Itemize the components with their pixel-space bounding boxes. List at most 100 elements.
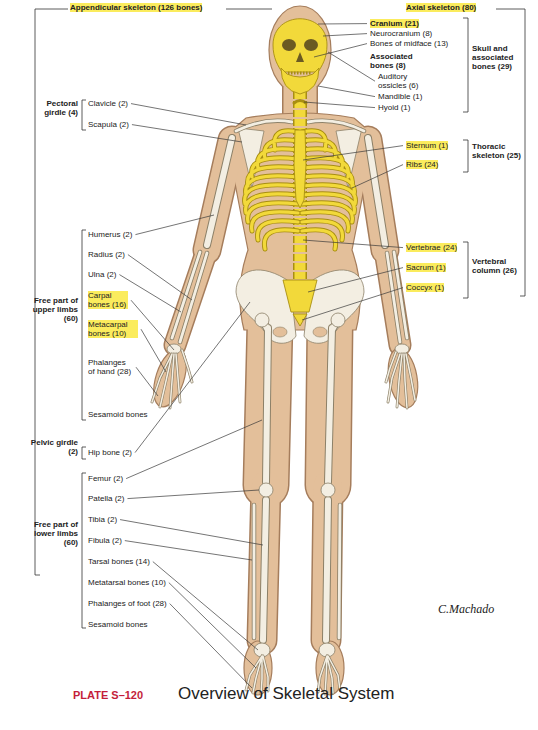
thin-bone-outline <box>172 121 407 638</box>
mandible <box>281 68 319 94</box>
forearm-skin <box>175 250 400 345</box>
bone-label: Humerus (2) <box>88 230 132 239</box>
group-heading: Appendicular skeleton (126 bones) <box>70 3 202 12</box>
bone-label: Carpal bones (16) <box>88 291 128 309</box>
bone-label: Sternum (1) <box>406 141 448 150</box>
thigh-outline <box>266 322 330 485</box>
teeth <box>288 72 312 75</box>
sacrum <box>283 280 317 312</box>
group-heading: Skull and associated bones (29) <box>472 44 530 72</box>
head-skin <box>269 6 331 94</box>
bone-label: Metacarpal bones (10) <box>88 320 138 338</box>
plate-title: Overview of Skeletal System <box>178 684 394 704</box>
leader-line <box>141 329 166 372</box>
orbit <box>304 39 318 51</box>
leader-line <box>135 215 214 235</box>
bone-label: Coccyx (1) <box>406 283 444 292</box>
coccyx <box>293 314 307 326</box>
leader-line <box>318 23 367 24</box>
femoral-head <box>255 313 269 327</box>
leader-line <box>303 240 403 248</box>
shin-outline <box>262 485 328 640</box>
patella <box>321 483 335 497</box>
bone-label: Ribs (24) <box>406 160 438 169</box>
bone-label: Patella (2) <box>88 494 124 503</box>
leader-line <box>120 520 263 545</box>
patella <box>259 483 273 497</box>
leader-line <box>153 562 258 650</box>
cranium <box>273 19 327 72</box>
femoral-head <box>331 313 345 327</box>
bone-label: Phalanges of hand (28) <box>88 358 133 376</box>
leader-line <box>119 275 181 312</box>
group-heading: Associated bones (8) <box>370 52 432 70</box>
bracket <box>35 9 525 628</box>
bone-label: Scapula (2) <box>88 120 129 129</box>
bone-label: Metatarsal bones (10) <box>88 578 166 587</box>
leader-line <box>302 288 403 320</box>
obturator-foramen <box>273 327 287 337</box>
group-heading: Free part of lower limbs (60) <box>24 520 78 548</box>
leader-line <box>132 125 242 142</box>
leader-line <box>303 146 403 160</box>
thigh-skin <box>266 322 330 485</box>
bone-label: Tarsal bones (14) <box>88 557 150 566</box>
leader-line <box>323 34 367 36</box>
leader-line <box>128 255 192 300</box>
bone-label: Clavicle (2) <box>88 99 128 108</box>
group-heading: Pelvic girdle (2) <box>24 438 78 456</box>
bone-label: Neurocranium (8) <box>370 29 432 38</box>
bone-label: Hyoid (1) <box>378 103 410 112</box>
leader-line <box>352 165 403 188</box>
leader-line <box>126 420 262 479</box>
leader-line <box>135 302 250 453</box>
bone-label: Vertebrae (24) <box>406 243 457 252</box>
artist-signature: C.Machado <box>438 603 494 617</box>
ribs-outline <box>245 131 356 249</box>
group-heading: Thoracic skeleton (25) <box>472 142 530 160</box>
group-heading: Vertebral column (26) <box>472 257 530 275</box>
bone-label: Sesamoid bones <box>88 410 148 419</box>
leader-line <box>328 52 375 81</box>
leader-line <box>318 86 375 97</box>
plate-number: PLATE S–120 <box>73 689 143 702</box>
orbit <box>282 39 296 51</box>
group-heading: Axial skeleton (80) <box>406 3 476 12</box>
leader-line <box>314 44 367 57</box>
vertebrae <box>295 92 306 282</box>
shin-skin <box>262 485 328 640</box>
bone-label: Fibula (2) <box>88 536 122 545</box>
bone-label: Tibia (2) <box>88 515 117 524</box>
hand-foot-bone-outline <box>152 350 415 694</box>
vertebrae-outline <box>293 92 307 282</box>
carpal-bones <box>167 344 181 354</box>
thin-bone <box>172 121 407 638</box>
bone-label: Ulna (2) <box>88 270 116 279</box>
leader-line <box>308 268 403 292</box>
sternum <box>294 130 306 208</box>
bone-label: Auditory ossicles (6) <box>378 72 436 90</box>
group-heading: Free part of upper limbs (60) <box>24 296 78 324</box>
bone-label: Sesamoid bones <box>88 620 148 629</box>
bone-label: Sacrum (1) <box>406 263 446 272</box>
hand-foot-bone <box>152 350 415 694</box>
leader-line <box>170 604 252 688</box>
leader-line <box>169 583 256 668</box>
bone-label: Mandible (1) <box>378 92 422 101</box>
bone-label: Bones of midface (13) <box>370 39 448 48</box>
leader-line <box>136 367 158 396</box>
ribs <box>245 131 356 249</box>
bone-label: Cranium (21) <box>370 19 419 28</box>
bone-label: Radius (2) <box>88 250 125 259</box>
obturator-foramen <box>313 327 327 337</box>
nasal-aperture <box>296 52 304 62</box>
group-heading: Pectoral girdle (4) <box>24 99 78 117</box>
bone-label: Phalanges of foot (28) <box>88 599 167 608</box>
leader-line <box>131 104 246 125</box>
leader-line <box>127 490 259 499</box>
bone-label: Hip bone (2) <box>88 448 132 457</box>
bone-label: Femur (2) <box>88 474 123 483</box>
